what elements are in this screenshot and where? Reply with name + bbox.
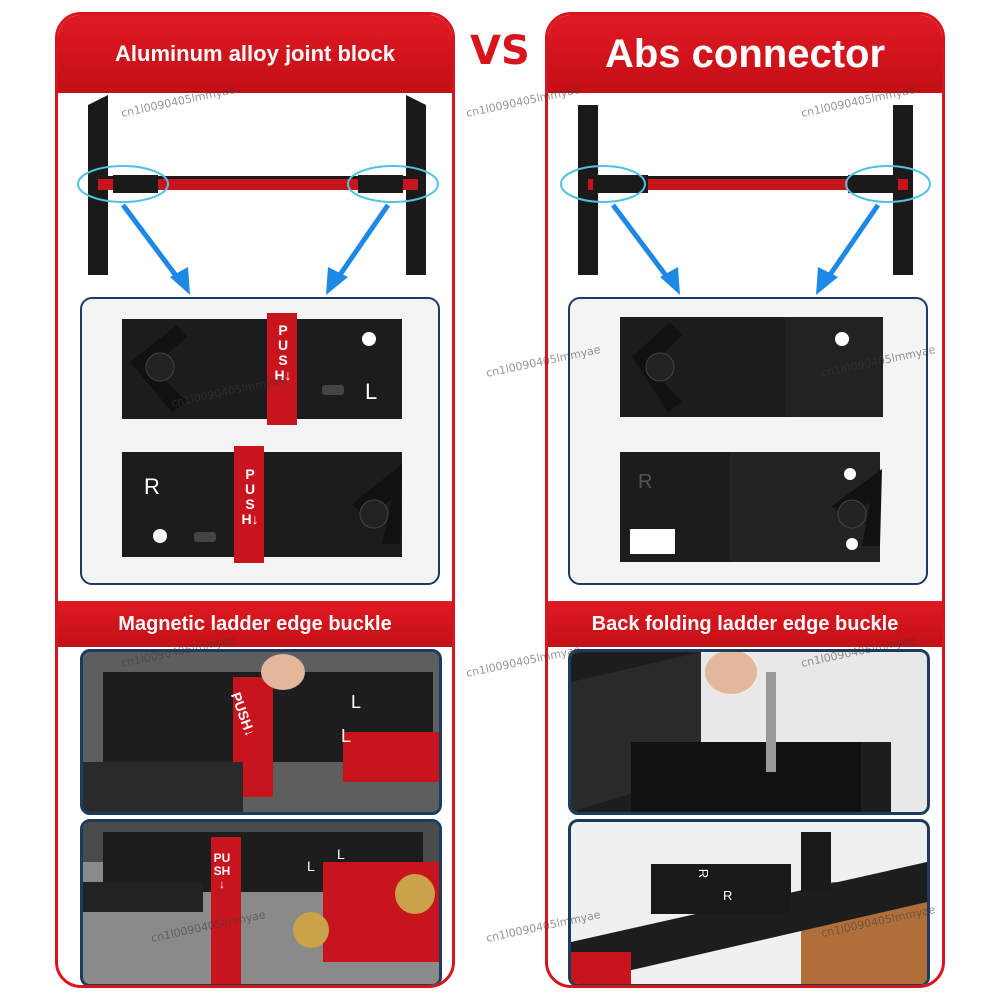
right-photo-2-letter-1: R — [696, 868, 712, 879]
left-photo-2-push: PUSH↓ — [213, 851, 231, 891]
right-photo-1-art — [571, 652, 927, 812]
left-block-bottom — [122, 446, 402, 563]
right-block-panel: R — [568, 297, 928, 585]
left-title: Aluminum alloy joint block — [115, 41, 395, 66]
left-block-panel: PUSH↓ L PUSH↓ R — [80, 297, 440, 585]
vs-label: VS — [470, 28, 530, 74]
left-bottom-letter: R — [144, 474, 160, 499]
right-photo-2: R R — [568, 819, 930, 985]
left-photo-2: PUSH↓ L L — [80, 819, 442, 985]
right-photo-2-art — [571, 822, 927, 984]
right-block-top — [620, 317, 883, 417]
left-subtitle-bar: Magnetic ladder edge buckle — [58, 601, 452, 647]
right-subtitle: Back folding ladder edge buckle — [591, 612, 899, 635]
left-ruler-diagram — [77, 95, 439, 295]
left-subtitle: Magnetic ladder edge buckle — [118, 612, 392, 635]
right-ruler-diagram — [560, 105, 931, 295]
left-photo-2-letter-1: L — [307, 858, 315, 874]
right-photo-2-letter-2: R — [723, 888, 733, 903]
left-photo-2-art — [83, 822, 439, 984]
left-top-letter: L — [365, 379, 378, 404]
left-photo-1-letter-1: L — [351, 692, 362, 712]
left-photo-1: PUSH↓ L L — [80, 649, 442, 815]
left-block-top — [122, 313, 402, 425]
right-column-abs: Abs connector R — [545, 12, 945, 988]
right-photo-1 — [568, 649, 930, 815]
left-title-bar: Aluminum alloy joint block — [58, 15, 452, 93]
right-title-bar: Abs connector — [548, 15, 942, 93]
right-subtitle-bar: Back folding ladder edge buckle — [548, 601, 942, 647]
left-photo-2-letter-2: L — [337, 846, 345, 862]
right-title: Abs connector — [604, 31, 886, 76]
left-top-push-label: PUSH↓ — [274, 322, 292, 383]
left-bottom-push-label: PUSH↓ — [241, 466, 259, 527]
right-block-bottom — [620, 452, 882, 562]
left-photo-1-art — [83, 652, 439, 812]
left-column-aluminum: Aluminum alloy joint block PUSH↓ L — [55, 12, 455, 988]
left-photo-1-letter-2: L — [341, 726, 352, 746]
right-bottom-letter: R — [638, 471, 653, 493]
